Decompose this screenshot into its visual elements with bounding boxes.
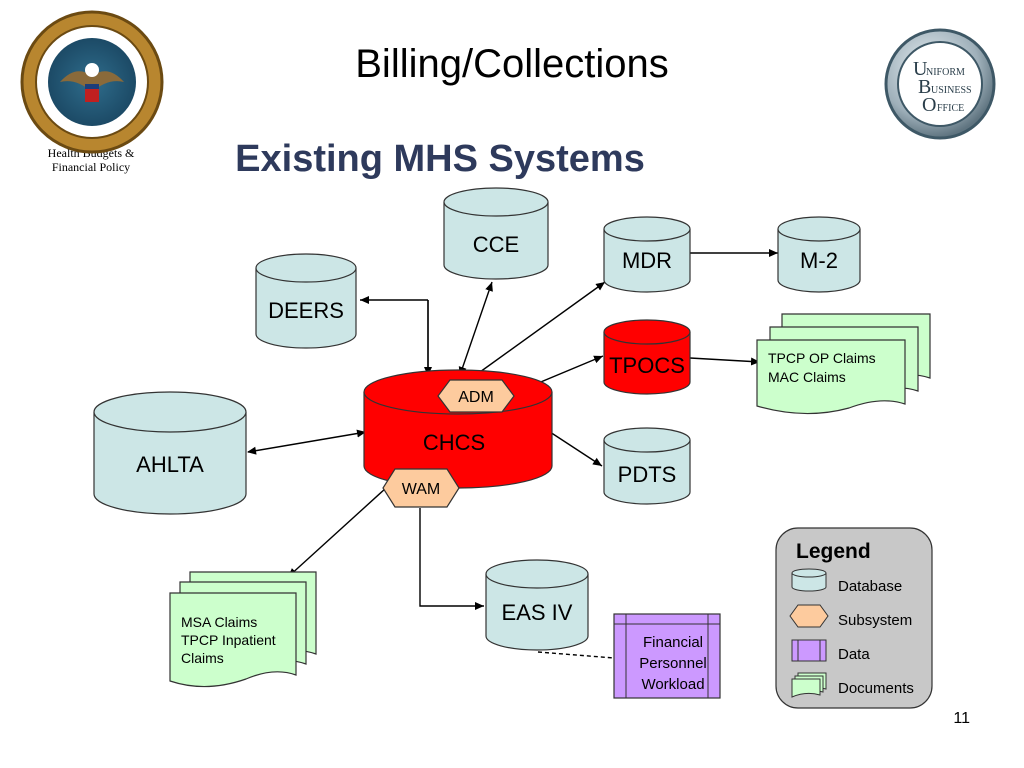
legend: Legend Database Subsystem Data Documents	[775, 527, 933, 709]
document-tpcp-claims[interactable]: TPCP OP Claims MAC Claims	[756, 313, 931, 415]
legend-database-label: Database	[838, 578, 902, 595]
database-tpocs-label: TPOCS	[609, 353, 685, 378]
legend-subsystem-label: Subsystem	[838, 612, 912, 629]
database-cce[interactable]: CCE	[443, 187, 549, 280]
legend-database-icon	[791, 568, 827, 592]
slide-title: Billing/Collections	[355, 42, 669, 86]
chcs-mdr-arrow	[479, 281, 606, 373]
org-caption-line2: Financial Policy	[51, 160, 131, 174]
database-deers-label: DEERS	[268, 298, 344, 323]
legend-data-icon	[791, 639, 827, 662]
svg-text:FFICE: FFICE	[937, 103, 964, 114]
chcs-pdts-arrow	[549, 431, 603, 467]
dod-seal-logo	[20, 10, 164, 154]
svg-text:O: O	[922, 94, 936, 116]
ubo-logo: U NIFORM B USINESS O FFICE	[884, 28, 996, 140]
msa-claims-line3: Claims	[181, 650, 224, 666]
database-m2[interactable]: M-2	[777, 216, 861, 293]
msa-claims-line1: MSA Claims	[181, 614, 257, 630]
slide-subtitle: Existing MHS Systems	[235, 138, 645, 180]
document-msa-claims[interactable]: MSA Claims TPCP Inpatient Claims	[169, 571, 317, 688]
database-mdr-label: MDR	[622, 248, 672, 273]
data-line3: Workload	[641, 676, 704, 693]
wam-msa-arrow	[287, 487, 387, 578]
tpcp-claims-line2: MAC Claims	[768, 369, 846, 385]
easiv-data-connector	[537, 651, 615, 659]
msa-claims-line2: TPCP Inpatient	[181, 632, 276, 648]
tpcp-claims-line1: TPCP OP Claims	[768, 350, 876, 366]
database-m2-label: M-2	[800, 248, 838, 273]
database-mdr[interactable]: MDR	[603, 216, 691, 293]
subsystem-wam[interactable]: WAM	[382, 468, 460, 508]
subsystem-adm-label: ADM	[458, 389, 494, 406]
data-line2: Personnel	[639, 655, 707, 672]
data-line1: Financial	[643, 634, 703, 651]
database-pdts-label: PDTS	[618, 462, 677, 487]
database-tpocs[interactable]: TPOCS	[603, 319, 691, 395]
database-ahlta[interactable]: AHLTA	[93, 391, 247, 515]
database-deers[interactable]: DEERS	[255, 253, 357, 349]
wam-easiv-arrow	[419, 508, 484, 610]
database-pdts[interactable]: PDTS	[603, 427, 691, 505]
legend-documents-label: Documents	[838, 680, 914, 697]
legend-title: Legend	[796, 540, 871, 563]
database-ahlta-label: AHLTA	[136, 452, 204, 477]
ahlta-chcs-arrow	[247, 429, 367, 455]
database-chcs-label: CHCS	[423, 430, 485, 455]
tpocs-claims-arrow	[689, 357, 761, 366]
legend-subsystem-icon	[789, 604, 829, 628]
data-financial-personnel-workload[interactable]: Financial Personnel Workload	[613, 613, 721, 699]
database-easiv-label: EAS IV	[502, 600, 573, 625]
svg-text:U: U	[913, 58, 928, 80]
subsystem-wam-label: WAM	[402, 481, 441, 498]
legend-data-label: Data	[838, 646, 870, 663]
legend-documents-icon	[791, 672, 827, 698]
svg-text:B: B	[918, 76, 931, 98]
svg-text:USINESS: USINESS	[931, 85, 972, 96]
connectors	[247, 249, 778, 659]
chcs-cce-arrow	[458, 281, 493, 376]
database-cce-label: CCE	[473, 232, 519, 257]
svg-text:NIFORM: NIFORM	[926, 67, 965, 78]
database-easiv[interactable]: EAS IV	[485, 559, 589, 651]
subsystem-adm[interactable]: ADM	[437, 379, 515, 413]
page-number: 11	[953, 710, 970, 727]
